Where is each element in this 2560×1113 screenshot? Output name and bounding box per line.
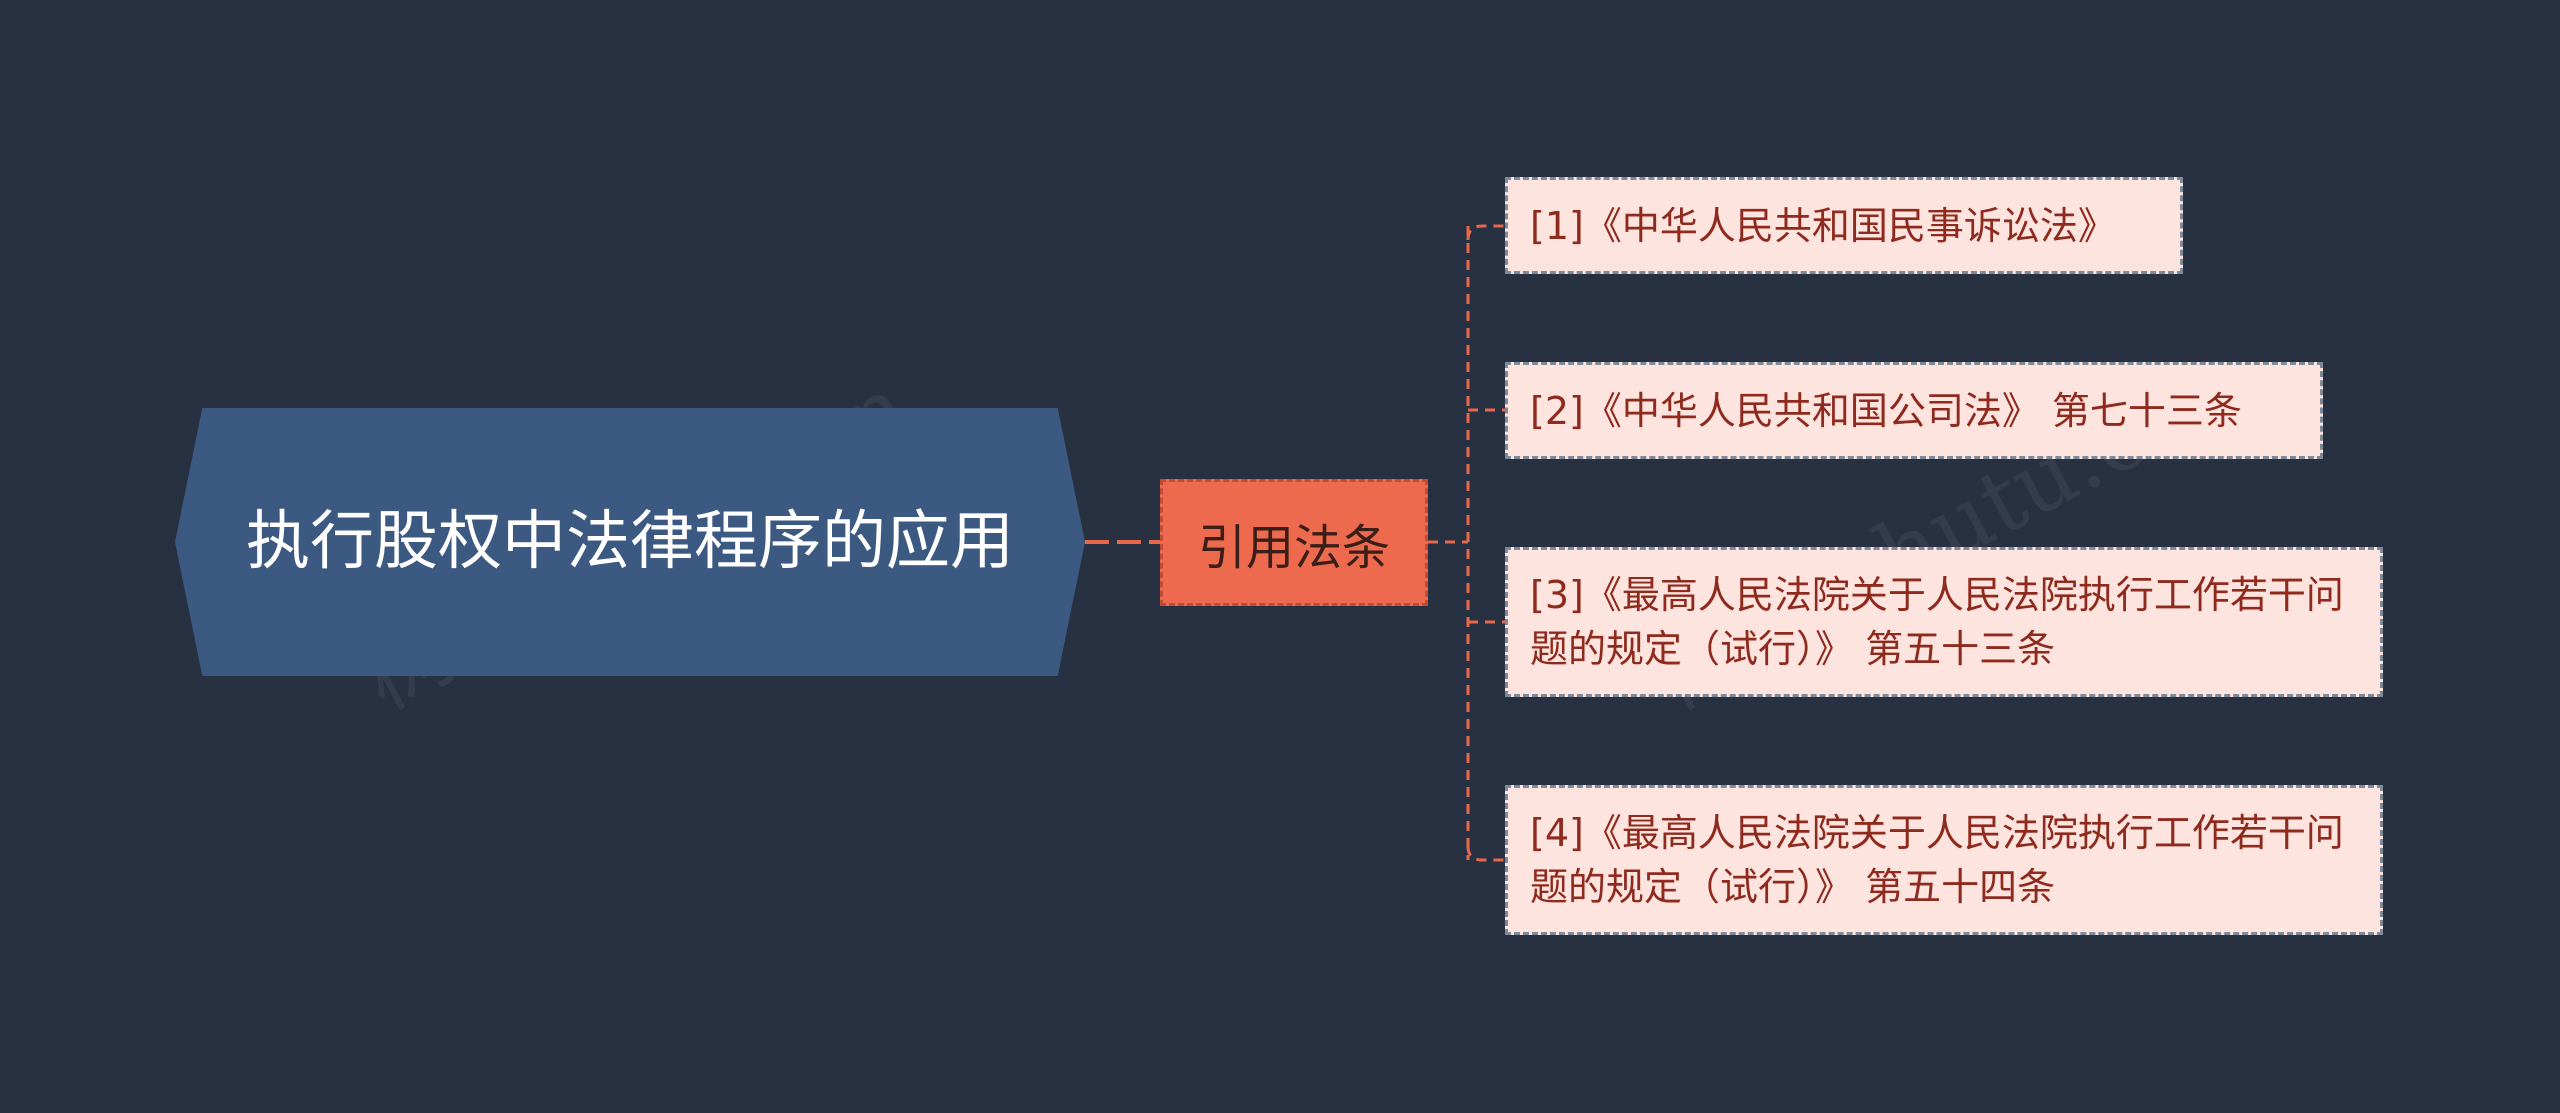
leaf-node-2[interactable]: [2]《中华人民共和国公司法》 第七十三条 [1505, 362, 2323, 459]
root-topic-node[interactable]: 执行股权中法律程序的应用 [175, 408, 1085, 676]
leaf-1-connector [1466, 224, 1505, 241]
leaf-node-4[interactable]: [4]《最高人民法院关于人民法院执行工作若干问题的规定（试行）》 第五十四条 [1505, 785, 2383, 935]
leaf-node-label: [1]《中华人民共和国民事诉讼法》 [1530, 203, 2116, 248]
branch-node-label: 引用法条 [1197, 519, 1390, 576]
leaf-node-label: [4]《最高人民法院关于人民法院执行工作若干问题的规定（试行）》 第五十四条 [1530, 811, 2344, 909]
leaf-node-label: [3]《最高人民法院关于人民法院执行工作若干问题的规定（试行）》 第五十三条 [1530, 573, 2344, 671]
leaf-node-label: [2]《中华人民共和国公司法》 第七十三条 [1530, 388, 2242, 433]
leaf-4-connector [1466, 845, 1505, 862]
branch-node-cited-laws[interactable]: 引用法条 [1160, 479, 1428, 606]
root-topic-label: 执行股权中法律程序的应用 [246, 505, 1014, 579]
leaf-node-1[interactable]: [1]《中华人民共和国民事诉讼法》 [1505, 177, 2183, 274]
leaf-node-3[interactable]: [3]《最高人民法院关于人民法院执行工作若干问题的规定（试行）》 第五十三条 [1505, 547, 2383, 697]
